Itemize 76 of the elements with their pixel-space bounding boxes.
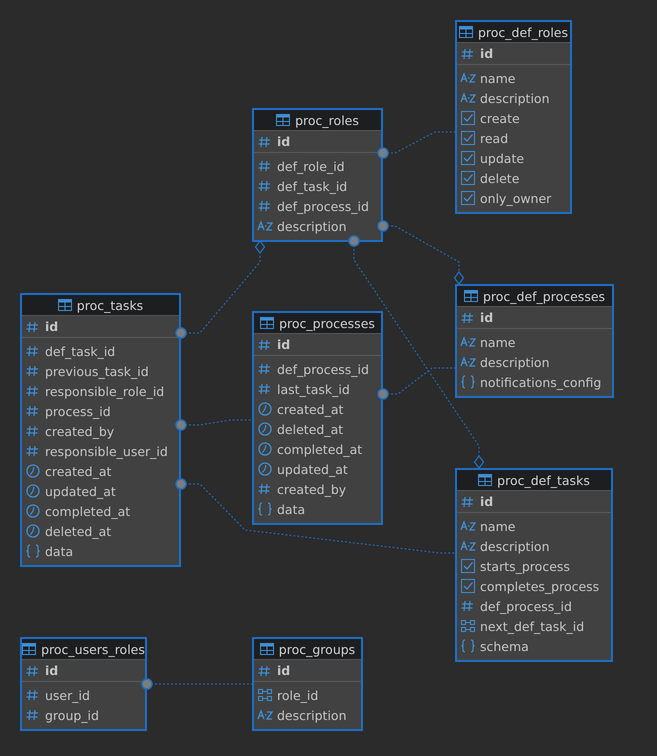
- table-name: proc_tasks: [76, 298, 144, 312]
- table-name: proc_groups: [278, 642, 356, 656]
- primary-key-column: id: [480, 46, 494, 61]
- table-name: proc_roles: [295, 112, 359, 128]
- column-name: def_task_id: [45, 344, 116, 358]
- primary-key-column: id: [45, 319, 58, 334]
- column-name: completes_process: [480, 578, 600, 594]
- table-box: [455, 20, 572, 214]
- column-name: description: [277, 708, 347, 722]
- column-name: responsible_user_id: [45, 444, 168, 458]
- column-name: created_by: [45, 424, 114, 438]
- table-box: [20, 293, 181, 567]
- table-box: [20, 637, 147, 731]
- table-name: proc_def_tasks: [497, 472, 590, 488]
- primary-key-column: id: [277, 663, 290, 678]
- column-name: updated_at: [45, 484, 116, 498]
- column-name: created_at: [277, 402, 344, 416]
- column-name: delete: [480, 170, 520, 186]
- column-name: name: [480, 518, 516, 534]
- table-name: proc_def_roles: [478, 24, 568, 40]
- primary-key-column: id: [480, 310, 494, 325]
- column-name: def_process_id: [480, 598, 572, 614]
- relationship-line: [175, 478, 456, 554]
- column-name: name: [480, 70, 516, 86]
- column-name: description: [480, 538, 550, 554]
- relationship-line: [377, 368, 456, 400]
- primary-key-column: id: [480, 494, 494, 509]
- column-name: created_at: [45, 464, 112, 478]
- table-box: [252, 637, 363, 731]
- column-name: completed_at: [277, 442, 362, 456]
- column-name: role_id: [277, 688, 318, 702]
- column-name: notifications_config: [480, 374, 602, 390]
- column-name: user_id: [45, 688, 90, 702]
- column-name: update: [480, 150, 524, 166]
- primary-key-column: id: [277, 134, 290, 149]
- relationship-line: [175, 240, 266, 339]
- column-name: data: [45, 544, 74, 558]
- column-name: def_task_id: [277, 178, 348, 194]
- column-name: def_role_id: [277, 158, 345, 174]
- column-name: def_process_id: [277, 362, 369, 376]
- relationship-line: [141, 678, 252, 690]
- primary-key-column: id: [45, 663, 58, 678]
- column-name: description: [277, 218, 347, 234]
- relationship-line: [175, 419, 252, 431]
- column-name: description: [480, 90, 550, 106]
- column-name: created_by: [277, 482, 346, 496]
- table-box: [252, 311, 383, 525]
- relationship-line: [377, 220, 464, 285]
- relationship-line: [348, 235, 484, 469]
- column-name: previous_task_id: [45, 364, 149, 378]
- column-name: completed_at: [45, 504, 130, 518]
- table-box: [455, 284, 614, 398]
- table-box: [252, 108, 383, 242]
- table-box: [455, 468, 613, 662]
- table-name: proc_users_roles: [41, 642, 145, 656]
- column-name: updated_at: [277, 462, 348, 476]
- table-name: proc_def_processes: [482, 288, 606, 304]
- column-name: create: [480, 110, 520, 126]
- column-name: def_process_id: [277, 198, 369, 214]
- column-name: name: [480, 334, 516, 350]
- column-name: data: [277, 502, 306, 516]
- column-name: process_id: [45, 404, 111, 418]
- column-name: schema: [480, 638, 529, 654]
- column-name: next_def_task_id: [480, 618, 584, 634]
- column-name: deleted_at: [45, 524, 112, 538]
- column-name: only_owner: [480, 190, 552, 206]
- table-name: proc_processes: [279, 316, 375, 330]
- column-name: deleted_at: [277, 422, 344, 436]
- column-name: last_task_id: [277, 382, 350, 396]
- column-name: group_id: [45, 708, 99, 722]
- primary-key-column: id: [277, 337, 290, 352]
- column-name: description: [480, 354, 550, 370]
- relationship-line: [377, 132, 456, 159]
- column-name: responsible_role_id: [45, 384, 164, 398]
- column-name: read: [480, 130, 508, 146]
- column-name: starts_process: [480, 558, 570, 574]
